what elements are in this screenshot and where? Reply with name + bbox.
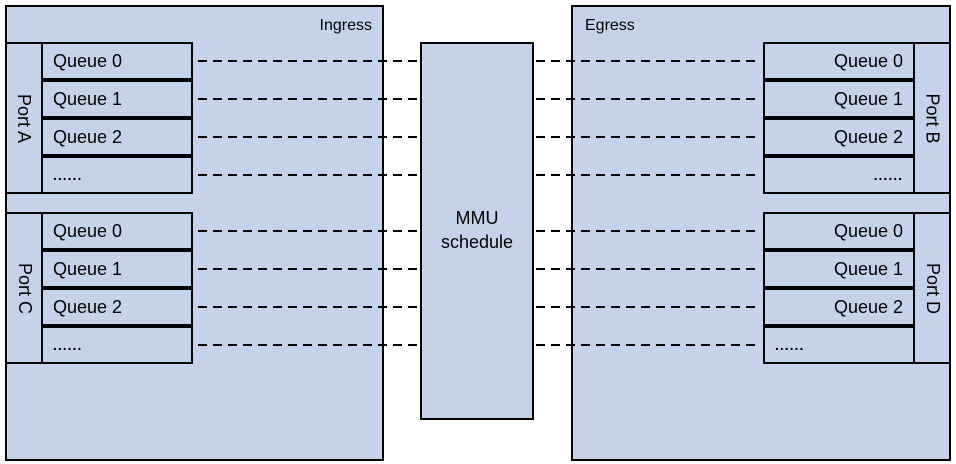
mmu-label: MMU	[455, 208, 499, 228]
port-b: Port B	[913, 42, 951, 194]
egress-title: Egress	[585, 17, 635, 34]
port-a-queue-more: ......	[41, 156, 193, 194]
port-d-queue-1: Queue 1	[763, 250, 915, 288]
port-b-queue-1: Queue 1	[763, 80, 915, 118]
port-a-queue-1: Queue 1	[41, 80, 193, 118]
port-c-queue-1: Queue 1	[41, 250, 193, 288]
port-d-queue-0: Queue 0	[763, 212, 915, 250]
port-d-queue-2: Queue 2	[763, 288, 915, 326]
mmu-schedule-box: MMU schedule	[420, 42, 534, 420]
port-b-queue-0: Queue 0	[763, 42, 915, 80]
port-c-queue-more: ......	[41, 326, 193, 364]
port-b-queue-more: ......	[763, 156, 915, 194]
port-d-queue-more: ......	[763, 326, 915, 364]
ingress-title: Ingress	[319, 17, 372, 34]
port-a-queue-0: Queue 0	[41, 42, 193, 80]
port-c-queue-2: Queue 2	[41, 288, 193, 326]
port-c-queue-0: Queue 0	[41, 212, 193, 250]
schedule-label: schedule	[440, 232, 514, 252]
port-b-queue-2: Queue 2	[763, 118, 915, 156]
port-a-queue-2: Queue 2	[41, 118, 193, 156]
port-a: Port A	[5, 42, 43, 194]
